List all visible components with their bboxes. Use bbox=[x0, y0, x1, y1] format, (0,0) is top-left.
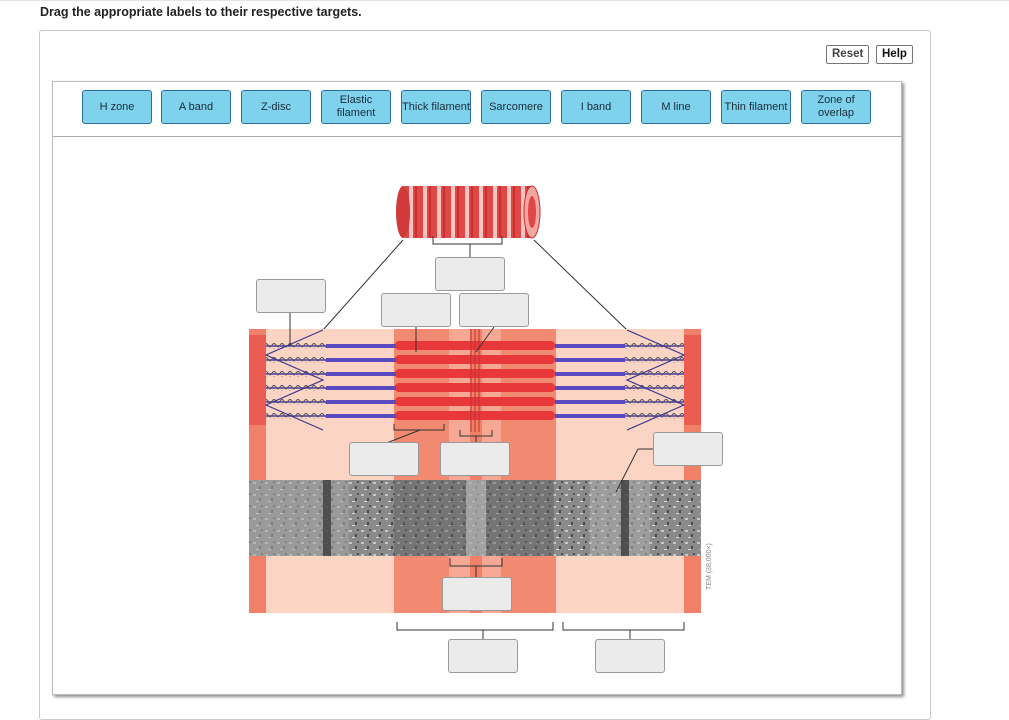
drop-target-1[interactable] bbox=[435, 257, 505, 291]
label-zone-of-overlap[interactable]: Zone of overlap bbox=[801, 90, 871, 124]
drop-target-7[interactable] bbox=[653, 432, 723, 466]
help-button[interactable]: Help bbox=[876, 45, 913, 64]
label-i-band[interactable]: I band bbox=[561, 90, 631, 124]
drop-target-4[interactable] bbox=[459, 293, 529, 327]
label-h-zone[interactable]: H zone bbox=[82, 90, 152, 124]
label-elastic-filament[interactable]: Elastic filament bbox=[321, 90, 391, 124]
label-z-disc[interactable]: Z-disc bbox=[241, 90, 311, 124]
micrograph-caption: TEM (38,000×) bbox=[706, 543, 713, 590]
filaments bbox=[249, 329, 701, 432]
reset-button[interactable]: Reset bbox=[826, 45, 870, 64]
myofibril-cylinder bbox=[396, 185, 541, 239]
label-thin-filament[interactable]: Thin filament bbox=[721, 90, 791, 124]
drop-target-5[interactable] bbox=[349, 442, 419, 476]
drop-target-6[interactable] bbox=[440, 442, 510, 476]
label-m-line[interactable]: M line bbox=[641, 90, 711, 124]
instruction-text: Drag the appropriate labels to their res… bbox=[40, 5, 362, 19]
leader-lines bbox=[289, 312, 685, 640]
label-thick-filament[interactable]: Thick filament bbox=[401, 90, 471, 124]
drop-target-9[interactable] bbox=[448, 639, 518, 673]
top-divider bbox=[0, 0, 1009, 1]
drop-target-2[interactable] bbox=[256, 279, 326, 313]
label-a-band[interactable]: A band bbox=[161, 90, 231, 124]
drop-target-10[interactable] bbox=[595, 639, 665, 673]
drop-target-3[interactable] bbox=[381, 293, 451, 327]
label-sarcomere[interactable]: Sarcomere bbox=[481, 90, 551, 124]
drop-target-8[interactable] bbox=[442, 577, 512, 611]
